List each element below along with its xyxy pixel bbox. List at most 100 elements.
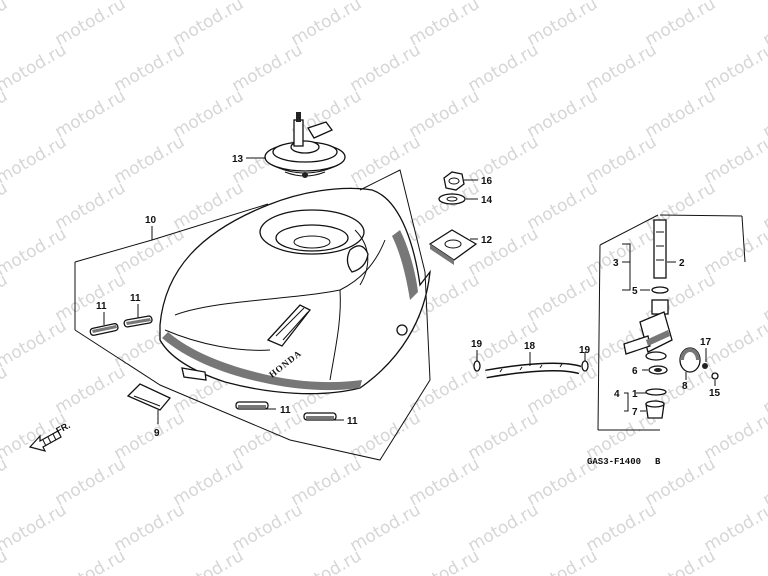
callout-12[interactable]: 12 [481,235,493,246]
watermark-text: motod.ru [642,546,720,576]
callout-19[interactable]: 19 [471,339,483,350]
watermark-text: motod.ru [170,0,248,50]
drawing-code: GAS3-F1400 [587,457,641,467]
watermark-text: motod.ru [0,362,11,418]
watermark-text: motod.ru [52,454,130,510]
watermark-text: motod.ru [288,454,366,510]
leader-lines [103,157,716,424]
watermark-text: motod.ru [583,40,661,96]
o-ring[interactable] [645,388,667,396]
washer[interactable] [702,363,708,369]
watermark-text: motod.ru [583,224,661,280]
callout-3[interactable]: 3 [613,258,619,269]
watermark-text: motod.ru [406,178,484,234]
callout-2[interactable]: 2 [679,258,685,269]
watermark-text: motod.ru [524,178,602,234]
nut[interactable] [443,171,465,191]
watermark-text: motod.ru [111,40,189,96]
watermark-text: motod.ru [0,0,11,50]
watermark-text: motod.ru [406,546,484,576]
watermark-text: motod.ru [347,408,425,464]
watermark-text: motod.ru [0,270,11,326]
watermark-text: motod.ru [701,408,768,464]
watermark-text: motod.ru [288,546,366,576]
watermark-text: motod.ru [111,500,189,556]
watermark-text: motod.ru [0,132,70,188]
mount-bracket[interactable] [428,229,478,265]
watermark-text: motod.ru [229,500,307,556]
washer[interactable] [438,193,466,205]
watermark-text: motod.ru [760,546,768,576]
callout-16[interactable]: 16 [481,176,493,187]
watermark-text: motod.ru [170,86,248,142]
watermark-text: motod.ru [347,132,425,188]
callout-8[interactable]: 8 [682,381,688,392]
fuel-tube[interactable] [485,362,582,379]
callout-13[interactable]: 13 [232,154,244,165]
watermark-text: motod.ru [0,224,70,280]
drawing-code-suffix: B [655,457,661,467]
fuel-strainer[interactable] [653,219,667,279]
watermark-text: motod.ru [52,86,130,142]
watermark-text: motod.ru [111,132,189,188]
callout-18[interactable]: 18 [524,341,536,352]
fuel-valve-frame [597,214,746,431]
watermark-text: motod.ru [465,224,543,280]
callout-6[interactable]: 6 [632,366,638,377]
watermark-text: motod.ru [111,408,189,464]
callout-10[interactable]: 10 [145,215,157,226]
watermark-text: motod.ru [701,500,768,556]
screw[interactable] [711,372,719,380]
watermark-text: motod.ru [524,86,602,142]
fuel-filler-cap[interactable] [264,112,346,178]
callout-4[interactable]: 4 [614,389,620,400]
callout-17[interactable]: 17 [700,337,712,348]
watermark-text: motod.ru [465,40,543,96]
callout-15[interactable]: 15 [709,388,721,399]
watermark-text: motod.ru [52,362,130,418]
watermark-text: motod.ru [347,500,425,556]
watermark-text: motod.ru [52,546,130,576]
tube-clip[interactable] [581,360,589,372]
watermark-text: motod.ru [0,40,70,96]
tank-cushion-rubbers[interactable] [89,315,337,421]
watermark-text: motod.ru [288,0,366,50]
watermark-text: motod.ru [465,500,543,556]
watermark-text: motod.ru [0,316,70,372]
callout-9[interactable]: 9 [154,428,160,439]
watermark-text: motod.ru [701,132,768,188]
lever-plate[interactable] [679,347,701,373]
callout-11[interactable]: 11 [130,293,141,304]
watermark-text: motod.ru [0,500,70,556]
callout-11[interactable]: 11 [280,405,291,416]
callout-11[interactable]: 11 [96,301,107,312]
rear-mount-rubber[interactable] [126,383,172,411]
sediment-cup[interactable] [645,400,665,419]
watermark-text: motod.ru [229,40,307,96]
watermark-text: motod.ru [642,86,720,142]
watermark-text: motod.ru [406,0,484,50]
watermark-text: motod.ru [52,178,130,234]
watermark-text: motod.ru [524,0,602,50]
watermark-text: motod.ru [170,454,248,510]
o-ring[interactable] [651,286,669,294]
watermark-text: motod.ru [0,454,11,510]
fuel-tank[interactable]: HONDA [159,187,431,395]
watermark-text: motod.ru [347,40,425,96]
watermark-text: motod.ru [0,86,11,142]
watermark-text: motod.ru [170,546,248,576]
fuel-valve-assembly[interactable] [623,299,673,361]
watermark-text: motod.ru [406,86,484,142]
callout-14[interactable]: 14 [481,195,493,206]
callout-5[interactable]: 5 [632,286,638,297]
callout-1[interactable]: 1 [632,389,638,400]
callout-19[interactable]: 19 [579,345,591,356]
tube-clip[interactable] [473,360,481,372]
watermark-text: motod.ru [229,408,307,464]
callout-7[interactable]: 7 [632,407,638,418]
watermark-text: motod.ru [583,132,661,188]
callout-11[interactable]: 11 [347,416,358,427]
packing[interactable] [648,365,668,375]
watermark-text: motod.ru [701,40,768,96]
